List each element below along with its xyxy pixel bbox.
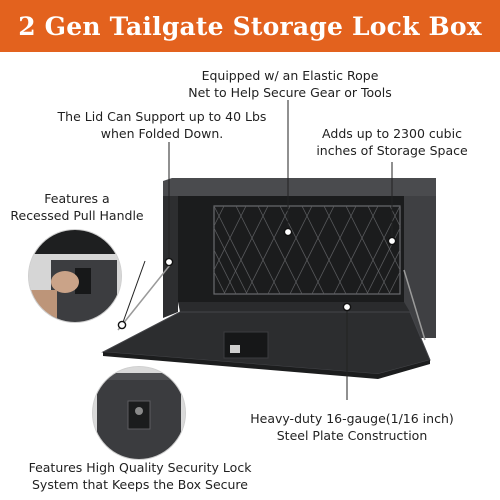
lid-lock-plate <box>223 331 269 359</box>
callout-lid-support: The Lid Can Support up to 40 Lbs when Fo… <box>42 108 282 142</box>
callout-lid-line1: The Lid Can Support up to 40 Lbs <box>57 109 267 124</box>
callout-steel-line1: Heavy-duty 16-gauge(1/16 inch) <box>250 411 454 426</box>
security-lock-inset <box>92 366 186 460</box>
box-interior <box>178 196 404 302</box>
box-floor <box>178 302 410 312</box>
box-left-wall <box>163 196 178 318</box>
leader-lines <box>121 100 393 400</box>
hand-shape <box>51 271 79 293</box>
support-cable-right <box>403 269 426 341</box>
box-top-panel <box>163 178 436 196</box>
callout-storage-space: Adds up to 2300 cubic inches of Storage … <box>302 125 482 159</box>
callout-steel-plate: Heavy-duty 16-gauge(1/16 inch) Steel Pla… <box>232 410 472 444</box>
callout-lid-line2: when Folded Down. <box>100 126 224 141</box>
callout-elastic-rope: Equipped w/ an Elastic Rope Net to Help … <box>160 67 420 101</box>
pull-handle-inset <box>28 229 122 323</box>
callout-rope-line2: Net to Help Secure Gear or Tools <box>188 85 392 100</box>
callout-rope-line1: Equipped w/ an Elastic Rope <box>201 68 379 83</box>
callout-security-lock: Features High Quality Security Lock Syst… <box>10 459 270 493</box>
support-cable-left <box>117 264 171 331</box>
cargo-net <box>213 205 401 295</box>
callout-storage-line1: Adds up to 2300 cubic <box>322 126 462 141</box>
leader-dots <box>117 227 397 330</box>
callout-lock-line2: System that Keeps the Box Secure <box>32 477 248 492</box>
callout-steel-line2: Steel Plate Construction <box>276 428 428 443</box>
callout-handle-line1: Features a <box>44 191 110 206</box>
callout-storage-line2: inches of Storage Space <box>316 143 468 158</box>
title-banner: 2 Gen Tailgate Storage Lock Box <box>0 0 500 52</box>
lid-lock-key <box>230 345 240 353</box>
callout-lock-line1: Features High Quality Security Lock <box>28 460 252 475</box>
box-side-panel <box>404 196 436 338</box>
callout-pull-handle: Features a Recessed Pull Handle <box>2 190 152 224</box>
lock-keyhole-icon <box>135 407 143 415</box>
callout-handle-line2: Recessed Pull Handle <box>10 208 144 223</box>
page-title: 2 Gen Tailgate Storage Lock Box <box>18 11 482 41</box>
lid-edge <box>103 352 430 379</box>
